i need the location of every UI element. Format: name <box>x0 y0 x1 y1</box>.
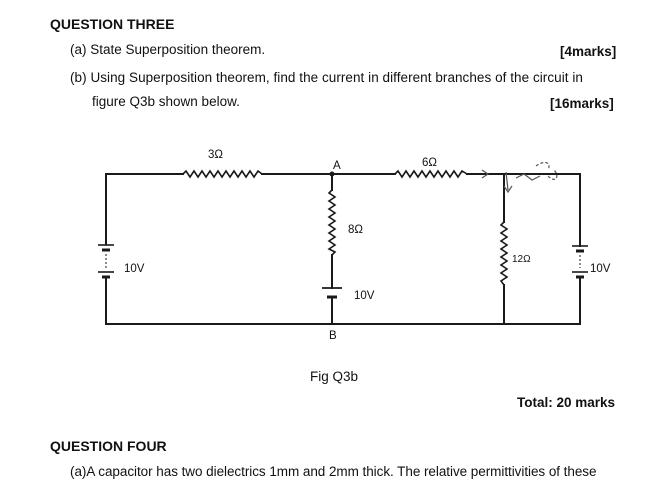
label-10v-left: 10V <box>124 263 145 275</box>
battery-right <box>572 245 588 279</box>
question-3b-marks: [16marks] <box>550 96 614 111</box>
handwritten-annotations <box>481 161 558 194</box>
question-four-heading: QUESTION FOUR <box>50 438 167 454</box>
question-3b-text-line2: figure Q3b shown below. <box>92 94 240 109</box>
question-3b-text-line1: (b) Using Superposition theorem, find th… <box>70 70 583 85</box>
label-6ohm: 6Ω <box>422 157 437 169</box>
total-marks: Total: 20 marks <box>517 395 616 410</box>
resistor-8ohm <box>327 189 337 256</box>
label-10v-middle: 10V <box>354 290 375 302</box>
label-10v-right: 10V <box>590 263 611 275</box>
resistor-6ohm <box>394 169 468 179</box>
resistor-3ohm <box>182 169 263 179</box>
figure-caption: Fig Q3b <box>310 369 359 384</box>
label-12ohm: 12Ω <box>512 254 531 265</box>
label-3ohm: 3Ω <box>208 149 223 161</box>
battery-left <box>98 244 114 279</box>
question-3a-text: (a) State Superposition theorem. <box>70 42 266 57</box>
question-three-heading: QUESTION THREE <box>50 16 175 32</box>
resistor-12ohm <box>499 221 509 286</box>
node-b-label: B <box>329 330 337 342</box>
label-8ohm: 8Ω <box>348 224 363 236</box>
question-4a-text: (a)A capacitor has two dielectrics 1mm a… <box>70 464 597 479</box>
question-3a-marks: [4marks] <box>560 44 617 59</box>
battery-middle <box>322 287 342 299</box>
node-a-label: A <box>333 160 341 172</box>
node-a-dot <box>329 171 335 177</box>
